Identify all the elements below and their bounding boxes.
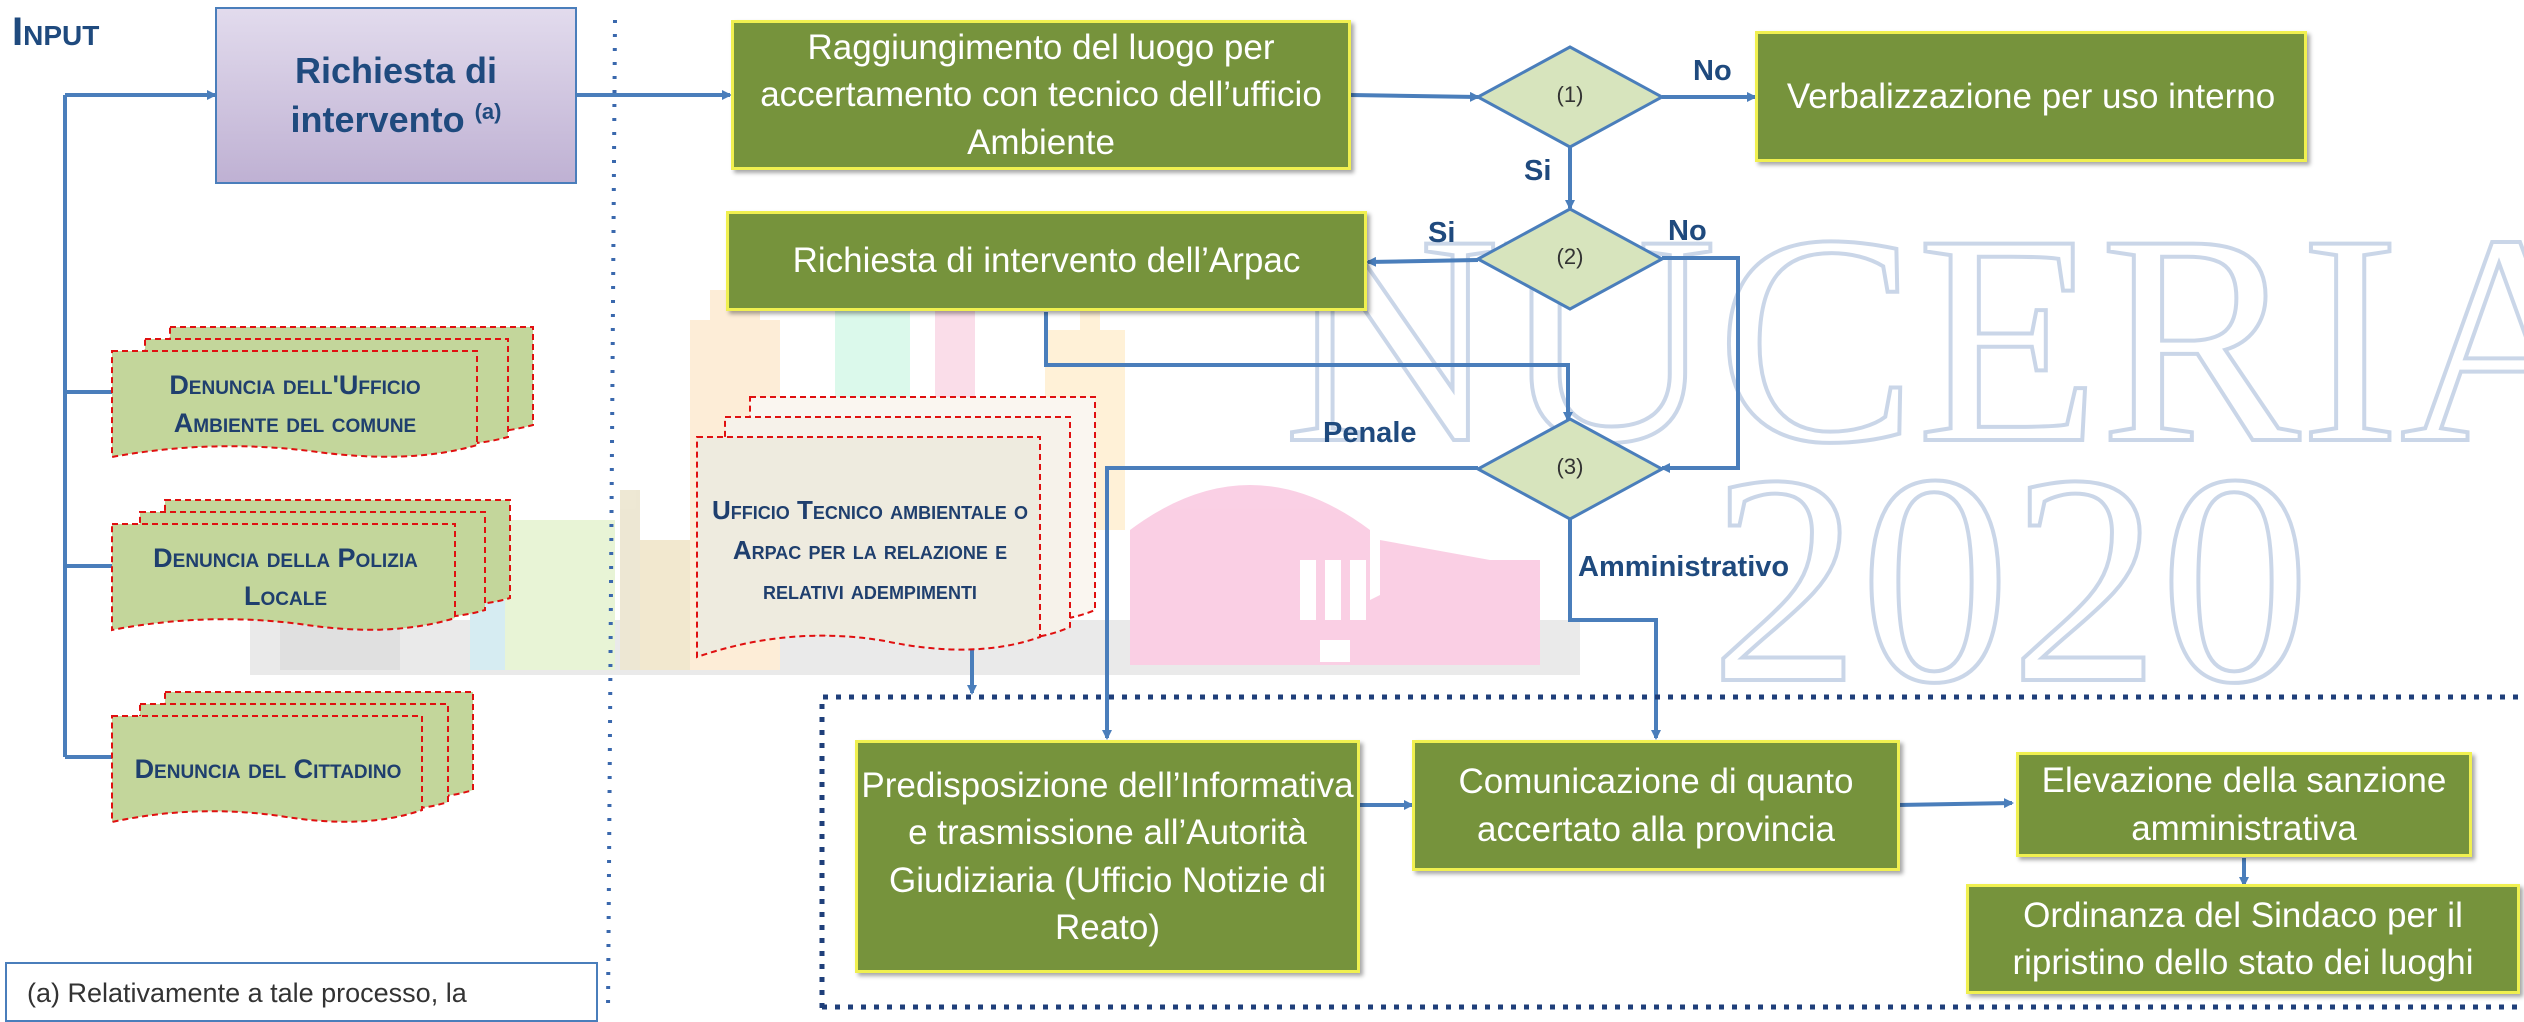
doc-ufficio-ambiente-label: Denuncia dell'Ufficio Ambiente del comun… <box>169 370 421 438</box>
doc-stack-shape <box>696 396 1096 659</box>
doc-ufficio-tecnico-label: Ufficio Tecnico ambientale o Arpac per l… <box>712 494 1028 606</box>
doc-stack-shape <box>111 326 534 459</box>
decision-2-diamond[interactable] <box>1475 206 1665 312</box>
edge-label-d2-no: No <box>1668 215 1707 247</box>
decision-1-label: (1) <box>1556 82 1584 107</box>
box-mayor-order[interactable]: Ordinanza del Sindaco per il ripristino … <box>1966 884 2520 994</box>
edge-label-d1-si: Si <box>1524 155 1552 187</box>
edge-label-d3-penale: Penale <box>1323 417 1417 449</box>
doc-cittadino[interactable]: Denuncia del Cittadino <box>110 690 480 830</box>
watermark-2020: 2020 <box>1710 413 2310 745</box>
footnote-text: (a) Relativamente a tale processo, la <box>27 978 467 1008</box>
request-label: Richiesta di intervento <box>290 49 498 140</box>
box-province-communication[interactable]: Comunicazione di quanto accertato alla p… <box>1412 740 1900 871</box>
decision-3-diamond[interactable] <box>1475 416 1665 522</box>
edge-label-d3-amministrativo: Amministrativo <box>1578 551 1790 583</box>
footnote-box: (a) Relativamente a tale processo, la <box>5 962 598 1022</box>
request-box[interactable]: Richiesta di intervento (a) <box>215 7 577 184</box>
doc-ufficio-ambiente[interactable]: Denuncia dell'Ufficio Ambiente del comun… <box>110 325 540 465</box>
decision-3-label: (3) <box>1556 454 1584 479</box>
input-heading: Input <box>12 10 100 54</box>
doc-cittadino-label: Denuncia del Cittadino <box>134 754 402 785</box>
decision-1-diamond[interactable] <box>1475 44 1665 150</box>
box-arpac-request[interactable]: Richiesta di intervento dell’Arpac <box>726 211 1367 311</box>
box-judicial-report[interactable]: Predisposizione dell’Informativa e trasm… <box>855 740 1360 973</box>
doc-ufficio-tecnico[interactable]: Ufficio Tecnico ambientale o Arpac per l… <box>695 395 1100 695</box>
edge-label-d1-no: No <box>1693 55 1732 87</box>
edge-label-d2-si: Si <box>1428 217 1456 249</box>
box-internal-report[interactable]: Verbalizzazione per uso interno <box>1755 31 2307 162</box>
watermark-nuceria: NUCERIA <box>1283 173 2524 505</box>
decision-2-label: (2) <box>1556 244 1584 269</box>
box-site-visit[interactable]: Raggiungimento del luogo per accertament… <box>731 20 1351 170</box>
doc-stack-shape <box>111 499 511 632</box>
box-sanction[interactable]: Elevazione della sanzione amministrativa <box>2016 752 2472 857</box>
doc-polizia-locale-label: Denuncia della Polizia Locale <box>153 543 418 611</box>
doc-polizia-locale[interactable]: Denuncia della Polizia Locale <box>110 498 520 638</box>
doc-stack-shape <box>111 691 474 824</box>
request-superscript: (a) <box>474 98 502 124</box>
